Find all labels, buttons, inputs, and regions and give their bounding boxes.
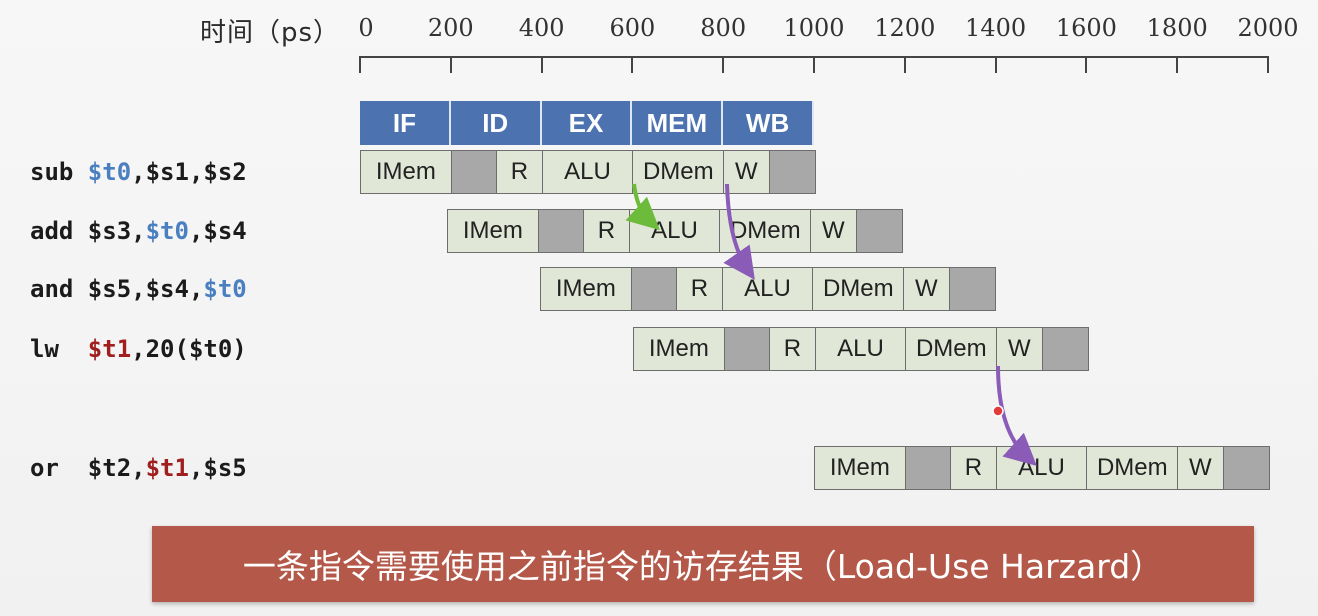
cursor-dot <box>992 405 1004 417</box>
axis-tick <box>1085 56 1088 73</box>
axis-tick <box>903 56 906 73</box>
pipeline-cell-w: W <box>724 151 770 193</box>
pipeline-cell-dmem: DMem <box>720 210 812 252</box>
axis-tick-label: 400 <box>518 14 565 42</box>
pipeline-cell-idle <box>1223 447 1269 489</box>
pipeline-cell-r: R <box>497 151 543 193</box>
pipeline-cell-idle <box>724 328 771 370</box>
pipeline-cell-idle <box>949 268 995 310</box>
pipeline-cell-idle <box>769 151 815 193</box>
stage-header-wb: WB <box>723 101 814 145</box>
axis-tick-label: 200 <box>427 14 474 42</box>
axis-tick <box>722 56 725 73</box>
axis-tick <box>540 56 543 73</box>
stage-header-ex: EX <box>541 101 633 145</box>
register-highlight: $t1 <box>145 454 189 482</box>
pipeline-cell-imem: IMem <box>634 328 725 370</box>
axis-tick-label: 1200 <box>874 14 936 42</box>
pipeline-cell-dmem: DMem <box>813 268 905 310</box>
axis-tick-label: 600 <box>609 14 656 42</box>
axis-tick <box>994 56 997 73</box>
pipeline-cell-dmem: DMem <box>633 151 725 193</box>
instruction-text: and $s5,$s4, <box>30 275 204 303</box>
instruction-label: or $t2,$t1,$s5 <box>30 454 247 482</box>
axis-tick-label: 1400 <box>965 14 1027 42</box>
axis-tick <box>359 56 361 73</box>
pipeline-cell-idle <box>631 268 678 310</box>
pipeline-cell-r: R <box>951 447 997 489</box>
axis-tick <box>631 56 634 73</box>
pipeline-cell-r: R <box>584 210 630 252</box>
pipeline-cell-idle <box>451 151 498 193</box>
pipeline-cell-idle <box>905 447 952 489</box>
instruction-label: and $s5,$s4,$t0 <box>30 275 247 303</box>
pipeline-cell-w: W <box>1178 447 1224 489</box>
axis-tick-label: 1800 <box>1146 14 1208 42</box>
pipeline-cell-imem: IMem <box>361 151 452 193</box>
pipeline-cell-alu: ALU <box>722 268 814 310</box>
pipeline-cell-imem: IMem <box>541 268 632 310</box>
axis-tick <box>449 56 452 73</box>
register-highlight: $t1 <box>87 335 132 363</box>
register-highlight: $t0 <box>87 158 132 186</box>
pipeline-cell-idle <box>856 210 902 252</box>
axis-tick <box>1267 56 1269 73</box>
axis-tick-label: 800 <box>700 14 747 42</box>
instruction-label: add $s3,$t0,$s4 <box>30 217 247 245</box>
pipeline-cell-r: R <box>770 328 816 370</box>
axis-tick <box>1176 56 1179 73</box>
instruction-text: ,$s4 <box>188 217 247 245</box>
register-highlight: $t0 <box>145 217 189 245</box>
pipeline-cell-w: W <box>811 210 857 252</box>
instruction-text: ,$s1,$s2 <box>131 158 247 186</box>
forward-arrow-purple-2 <box>996 365 1037 467</box>
hazard-banner: 一条指令需要使用之前指令的访存结果（Load-Use Harzard） <box>152 526 1254 602</box>
pipeline-cell-alu: ALU <box>629 210 721 252</box>
time-axis-title: 时间（ps） <box>200 18 341 48</box>
pipeline-cell-w: W <box>904 268 950 310</box>
axis-tick-label: 1600 <box>1055 14 1117 42</box>
pipeline-cell-alu: ALU <box>815 328 907 370</box>
axis-tick-label: 1000 <box>783 14 845 42</box>
stage-header-if: IF <box>360 101 451 145</box>
instruction-text: sub <box>30 158 88 186</box>
instruction-text: add $s3, <box>30 217 146 245</box>
instruction-text: or $t2, <box>30 454 146 482</box>
instruction-label: sub $t0,$s1,$s2 <box>30 158 247 186</box>
register-highlight: $t0 <box>203 275 247 303</box>
pipeline-cell-alu: ALU <box>996 447 1088 489</box>
instruction-text: ,20($t0) <box>131 335 247 363</box>
pipeline-cell-imem: IMem <box>815 447 906 489</box>
axis-tick-label: 0 <box>358 14 374 42</box>
pipeline-cell-imem: IMem <box>448 210 539 252</box>
axis-tick <box>813 56 815 73</box>
instruction-text: lw <box>30 335 88 363</box>
pipeline-cell-alu: ALU <box>542 151 634 193</box>
axis-tick-label: 2000 <box>1237 14 1299 42</box>
stage-header-id: ID <box>450 101 542 145</box>
instruction-text: ,$s5 <box>188 454 247 482</box>
pipeline-cell-w: W <box>997 328 1043 370</box>
pipeline-cell-r: R <box>677 268 723 310</box>
pipeline-cell-dmem: DMem <box>906 328 998 370</box>
instruction-label: lw $t1,20($t0) <box>30 335 247 363</box>
pipeline-cell-idle <box>538 210 585 252</box>
pipeline-cell-dmem: DMem <box>1087 447 1179 489</box>
stage-header-mem: MEM <box>632 101 724 145</box>
pipeline-cell-idle <box>1042 328 1088 370</box>
